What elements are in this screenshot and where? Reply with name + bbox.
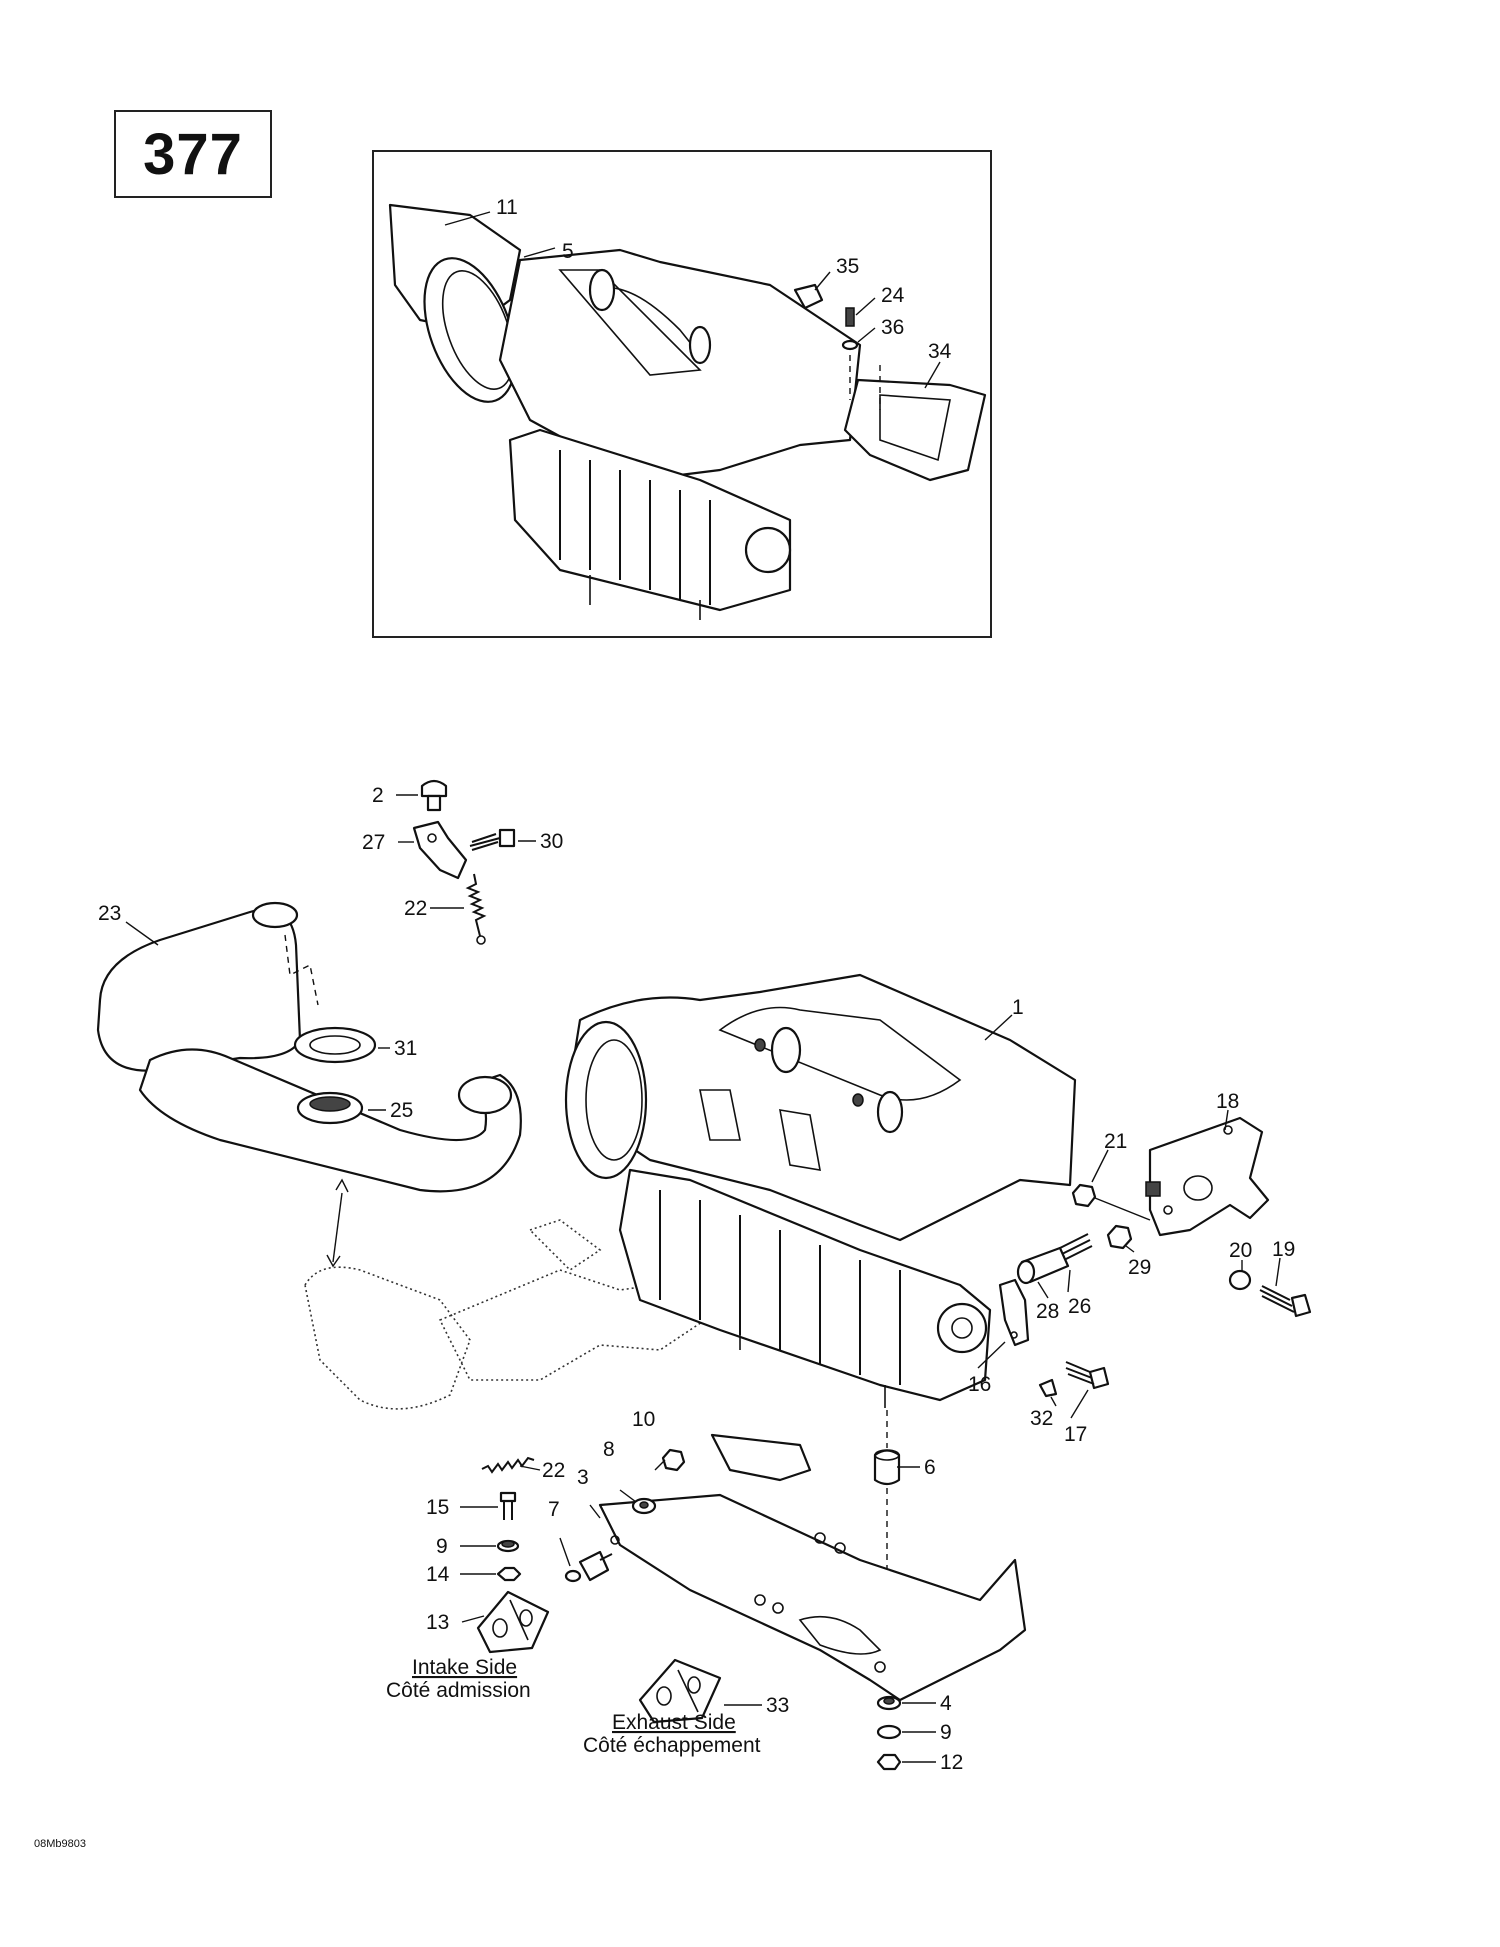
callout-5: 5 [562, 240, 574, 263]
inset-cap [588, 268, 616, 312]
callout-21: 21 [1104, 1130, 1127, 1153]
callout-13: 13 [426, 1611, 449, 1634]
spring-part-22-upper [465, 873, 487, 937]
bolt-part-19 [1259, 1285, 1312, 1318]
bolt-part-15 [499, 1491, 517, 1520]
callout-23: 23 [98, 902, 121, 925]
bracket-part-16 [998, 1278, 1030, 1347]
engine-mount-part-33 [638, 1658, 722, 1724]
callout-3: 3 [577, 1466, 589, 1489]
spacer-part-6 [873, 1449, 901, 1486]
spring-part-22-lower [481, 1456, 535, 1474]
spacer-part-28 [1016, 1246, 1070, 1285]
callout-7: 7 [548, 1498, 560, 1521]
callout-36: 36 [881, 316, 904, 339]
engine-support-part-3 [598, 1433, 1027, 1702]
bolt-part-17 [1065, 1361, 1110, 1390]
engine-part-1 [564, 973, 1077, 1408]
intake-side-label: Intake Side [412, 1656, 517, 1679]
callout-35: 35 [836, 255, 859, 278]
callout-1: 1 [1012, 996, 1024, 1019]
exhaust-side-label-fr: Côté échappement [583, 1734, 761, 1757]
callout-12: 12 [940, 1751, 963, 1774]
callout-30: 30 [540, 830, 563, 853]
inset-engine-illustration [388, 203, 987, 620]
callout-32: 32 [1030, 1407, 1053, 1430]
callout-27: 27 [362, 831, 385, 854]
callout-22-lower: 22 [542, 1459, 565, 1482]
inset-pulley [744, 526, 792, 574]
washer-part-36 [841, 339, 859, 351]
callout-25: 25 [390, 1099, 413, 1122]
callout-22-upper: 22 [404, 897, 427, 920]
intake-side-label-fr: Côté admission [386, 1679, 531, 1702]
drawing-code: 08Mb9803 [34, 1838, 86, 1850]
bracket-part-27 [412, 820, 468, 880]
stud-part-7 [564, 1550, 613, 1583]
callout-19: 19 [1272, 1238, 1295, 1261]
callout-11: 11 [496, 196, 518, 219]
stud-part-26 [1057, 1233, 1093, 1262]
clip-part-32 [1038, 1378, 1058, 1398]
callout-8: 8 [603, 1438, 615, 1461]
clip-part-35 [793, 283, 824, 310]
callout-33: 33 [766, 1694, 789, 1717]
nut-part-14 [496, 1566, 522, 1582]
callout-34: 34 [928, 340, 952, 363]
nut-part-12 [876, 1753, 902, 1771]
callout-28: 28 [1036, 1300, 1059, 1323]
callout-26: 26 [1068, 1295, 1091, 1318]
screw-part-24 [845, 307, 855, 327]
callout-15: 15 [426, 1496, 449, 1519]
engine-mount-part-13 [476, 1590, 550, 1654]
callout-24: 24 [881, 284, 905, 307]
callout-17: 17 [1064, 1423, 1087, 1446]
inset-airbox [498, 248, 862, 482]
callout-20: 20 [1229, 1239, 1252, 1262]
washer-part-29 [1106, 1224, 1133, 1250]
washer-part-20 [1228, 1269, 1252, 1291]
callout-14: 14 [426, 1563, 450, 1586]
nut-part-10 [661, 1448, 686, 1472]
gasket-part-31 [293, 1026, 377, 1064]
bolt-part-30 [469, 828, 516, 851]
callout-2: 2 [372, 784, 384, 807]
nut-part-21 [1071, 1183, 1097, 1208]
callout-9-left: 9 [436, 1535, 448, 1558]
callout-10: 10 [632, 1408, 655, 1431]
plate-part-18 [1148, 1116, 1270, 1237]
callout-9-right: 9 [940, 1721, 952, 1744]
adapter-part-34 [843, 378, 987, 482]
callout-31: 31 [394, 1037, 417, 1060]
callout-16: 16 [968, 1373, 991, 1396]
callout-18: 18 [1216, 1090, 1239, 1113]
callout-4: 4 [940, 1692, 952, 1715]
exhaust-side-label: Exhaust Side [612, 1711, 736, 1734]
callout-29: 29 [1128, 1256, 1151, 1279]
washer-part-9-right [876, 1724, 902, 1740]
callout-6: 6 [924, 1456, 936, 1479]
page-number: 377 [143, 121, 243, 187]
page-number-box: 377 [114, 110, 272, 198]
bolt-part-2 [420, 779, 448, 812]
